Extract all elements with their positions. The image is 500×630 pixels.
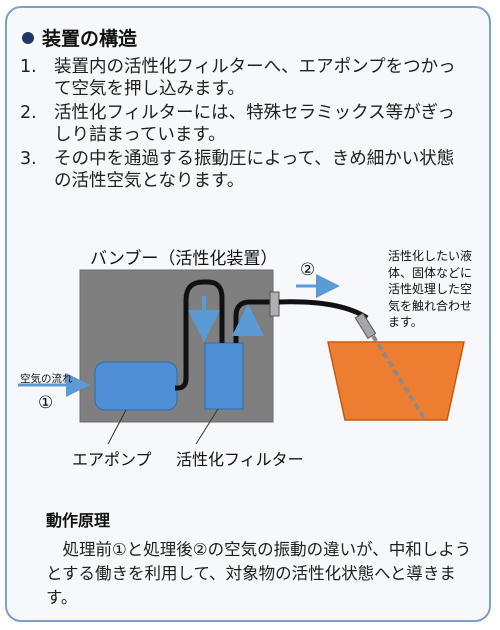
submerged-tube xyxy=(371,334,426,420)
step-item: 1.装置内の活性化フィルターへ、エアポンプをつかって空気を押し込みます。 xyxy=(20,57,456,99)
outlet-connector xyxy=(269,291,280,317)
step-item: 3.その中を通過する振動圧によって、きめ細かい状態の活性空気となります。 xyxy=(20,149,455,191)
step-item: 2.活性化フィルターには、特殊セラミックス等がぎっしり詰まっています。 xyxy=(20,103,455,145)
air-pump-leader xyxy=(107,409,127,445)
marker-2: ② xyxy=(300,260,316,280)
operation-title: 動作原理 xyxy=(46,511,111,530)
air-flow-label: 空気の流れ xyxy=(20,373,73,385)
section-title-text: 装置の構造 xyxy=(42,28,138,50)
filter-leader xyxy=(195,408,219,445)
section-title: 装置の構造 xyxy=(22,24,137,51)
target-vessel xyxy=(327,341,465,421)
air-pump xyxy=(94,361,178,411)
activation-filter xyxy=(204,342,244,410)
steps-list: 1.装置内の活性化フィルターへ、エアポンプをつかって空気を押し込みます。 2.活… xyxy=(20,56,470,194)
nozzle xyxy=(354,312,377,339)
tube-external xyxy=(278,299,369,321)
air-pump-label: エアポンプ xyxy=(72,450,152,469)
bullet-icon xyxy=(22,31,34,44)
device-label: バンブー（活性化装置） xyxy=(90,249,278,269)
operation-body: 処理前①と処理後②の空気の振動の違いが、中和しようとする働きを利用して、対象物の… xyxy=(46,540,472,607)
target-note: 活性化したい液体、固体などに活性処理した空気を触れ合わせます。 xyxy=(388,249,473,329)
marker-1: ① xyxy=(38,393,54,413)
filter-label: 活性化フィルター xyxy=(176,450,304,469)
tube-pump-filter xyxy=(175,279,225,391)
